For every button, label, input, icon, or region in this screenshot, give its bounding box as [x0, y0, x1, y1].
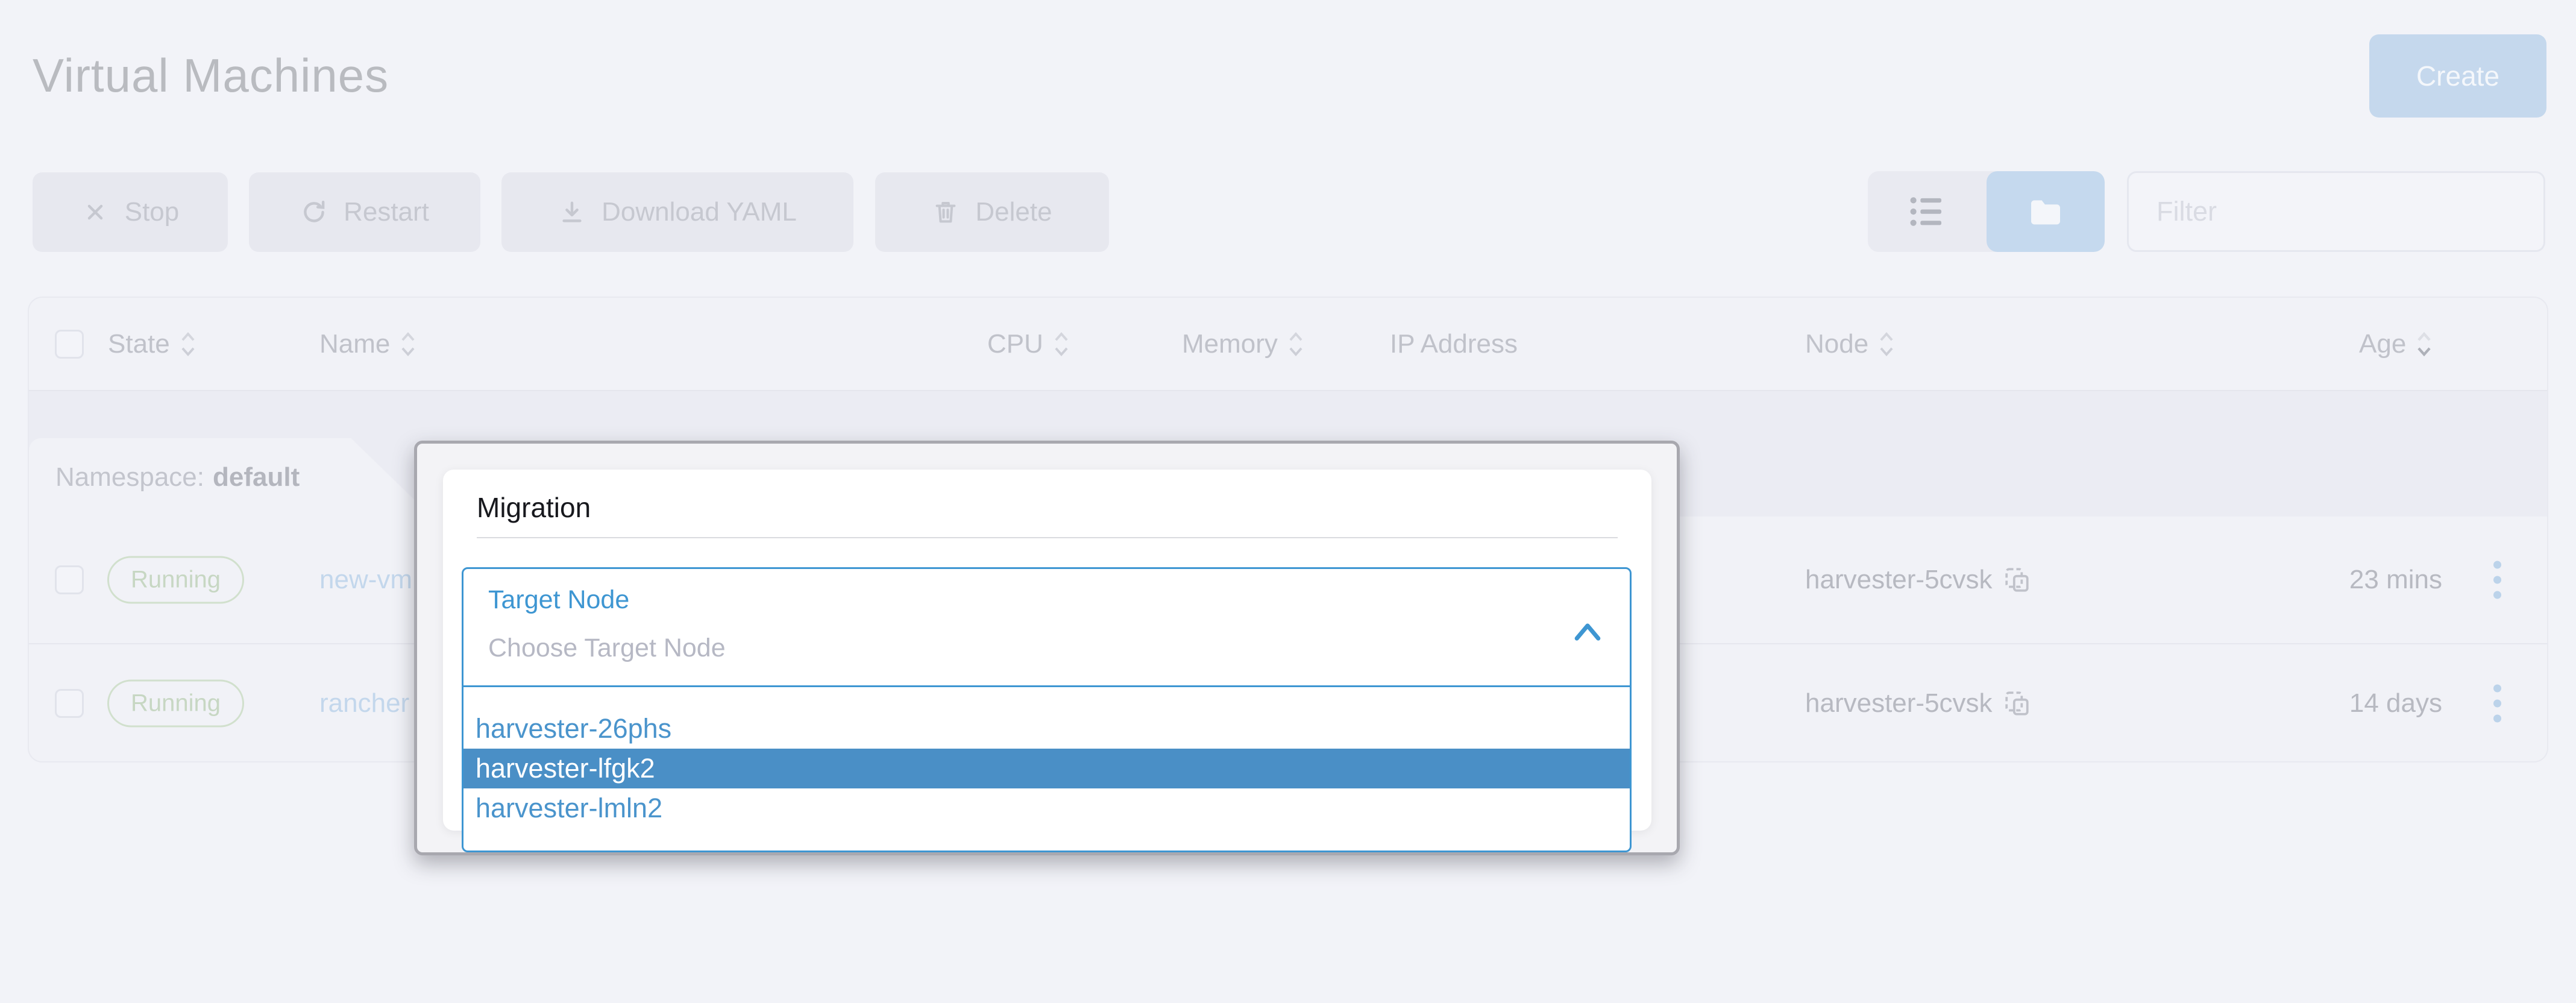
select-all-checkbox[interactable] [55, 329, 84, 359]
column-header-name[interactable]: Name [319, 329, 416, 359]
column-header-age[interactable]: Age [2359, 329, 2433, 359]
row-actions-kebab-icon[interactable] [2489, 556, 2506, 604]
column-label-name: Name [319, 329, 391, 359]
namespace-group-label: Namespace: [55, 462, 205, 492]
column-header-ip-address[interactable]: IP Address [1390, 329, 1518, 359]
column-label-state: State [108, 329, 170, 359]
node-name: harvester-5cvsk [1805, 688, 1993, 718]
column-header-memory[interactable]: Memory [1182, 329, 1304, 359]
row-actions-kebab-icon[interactable] [2489, 680, 2506, 728]
namespace-group-value: default [213, 462, 300, 492]
sort-carets-icon [1287, 329, 1304, 359]
target-node-placeholder: Choose Target Node [488, 634, 726, 662]
download-yaml-button-label: Download YAML [602, 197, 797, 227]
folder-icon [2031, 200, 2060, 225]
row-checkbox[interactable] [55, 565, 84, 594]
vm-name-link[interactable]: rancher [319, 688, 410, 718]
restart-button-label: Restart [344, 197, 429, 227]
create-button-label: Create [2416, 60, 2500, 92]
sort-carets-icon [1053, 329, 1070, 359]
target-node-label: Target Node [488, 585, 630, 614]
page-title: Virtual Machines [33, 49, 389, 102]
chevron-up-icon[interactable] [1571, 620, 1604, 644]
create-button[interactable]: Create [2369, 34, 2546, 118]
delete-button[interactable]: Delete [875, 172, 1109, 252]
status-badge: Running [107, 556, 245, 604]
restart-button[interactable]: Restart [249, 172, 480, 252]
sort-carets-icon-active-desc [2416, 329, 2433, 359]
sort-carets-icon [1878, 329, 1895, 359]
copy-icon[interactable] [2003, 566, 2031, 594]
x-icon [87, 204, 102, 220]
filter-field [2127, 171, 2545, 252]
column-header-node[interactable]: Node [1805, 329, 1895, 359]
row-checkbox[interactable] [55, 689, 84, 718]
column-label-memory: Memory [1182, 329, 1278, 359]
sort-carets-icon [400, 329, 416, 359]
vm-name-link[interactable]: new-vm [319, 565, 413, 594]
dropdown-divider [463, 685, 1630, 687]
node-cell: harvester-5cvsk [1805, 688, 2031, 718]
column-label-age: Age [2359, 329, 2407, 359]
grouped-view-button[interactable] [1986, 171, 2105, 252]
refresh-icon [304, 200, 325, 222]
trash-icon [936, 202, 956, 223]
stop-button[interactable]: Stop [33, 172, 228, 252]
migration-modal: Migration Target Node Choose Target Node… [414, 441, 1680, 855]
modal-title: Migration [477, 492, 591, 523]
node-cell: harvester-5cvsk [1805, 565, 2031, 595]
dropdown-option[interactable]: harvester-lmln2 [476, 793, 663, 823]
dropdown-option-selected[interactable]: harvester-lfgk2 [463, 749, 1630, 788]
view-mode-toggle [1868, 171, 2105, 252]
delete-button-label: Delete [975, 197, 1052, 227]
filter-input[interactable] [2129, 173, 2543, 250]
column-label-cpu: CPU [987, 329, 1043, 359]
sort-carets-icon [180, 329, 196, 359]
list-view-button[interactable] [1868, 171, 1987, 252]
copy-icon[interactable] [2003, 690, 2031, 717]
download-icon [562, 201, 582, 222]
dropdown-option[interactable]: harvester-26phs [476, 713, 672, 744]
table-header-row: State Name CPU Memory IP Address Node [29, 298, 2547, 391]
age-value: 23 mins [2349, 565, 2442, 594]
list-icon [1910, 197, 1942, 226]
column-header-cpu[interactable]: CPU [987, 329, 1070, 359]
stop-button-label: Stop [124, 197, 180, 227]
target-node-options: harvester-26phs harvester-lfgk2 harveste… [463, 687, 1630, 851]
column-label-node: Node [1805, 329, 1869, 359]
column-label-ip-address: IP Address [1390, 329, 1518, 359]
column-header-state[interactable]: State [108, 329, 196, 359]
status-badge: Running [107, 679, 245, 728]
age-value: 14 days [2349, 688, 2442, 718]
target-node-dropdown[interactable]: Target Node Choose Target Node harvester… [462, 567, 1632, 852]
namespace-group-tab: Namespace: default [29, 438, 432, 517]
node-name: harvester-5cvsk [1805, 565, 1993, 594]
download-yaml-button[interactable]: Download YAML [501, 172, 853, 252]
modal-divider [477, 537, 1618, 538]
